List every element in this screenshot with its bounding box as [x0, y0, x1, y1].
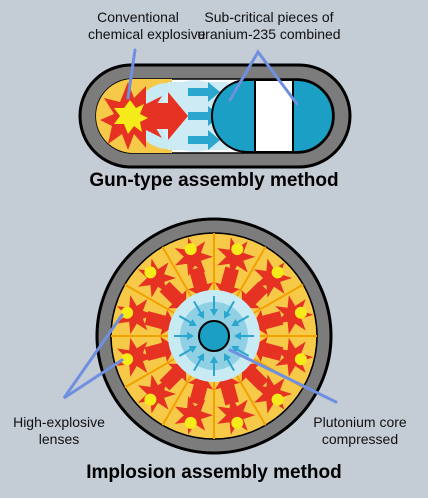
lens-burst [116, 295, 155, 335]
lens-burst [174, 237, 213, 277]
lens-red-arrow [188, 266, 214, 298]
shock-arrow-head [197, 353, 204, 362]
shock-arrow-head [224, 353, 231, 362]
label-high-explosive-line1: High-explosive [13, 414, 105, 430]
shock-arrow-head [187, 332, 194, 340]
lens-red-arrow [214, 374, 240, 406]
lens-burst-core [294, 306, 307, 319]
implosion-pointer-lines [62, 313, 338, 404]
lens-burst-core [184, 416, 197, 429]
lens-red-arrow [159, 363, 187, 391]
lens-red-arrow [144, 310, 176, 336]
shock-arrow-head [231, 319, 240, 326]
lens-red-arrow [188, 374, 214, 406]
lens-burst-core [121, 353, 134, 366]
lens-burst [217, 237, 256, 277]
lens-burst-core [121, 306, 134, 319]
label-high-explosive-lenses: High-explosive lenses [4, 414, 114, 448]
lens-divider [236, 375, 267, 426]
lens-red-arrow [144, 336, 176, 362]
lens-red-arrow [252, 310, 284, 336]
shock-arrow-head [210, 309, 218, 316]
lens-burst [138, 258, 176, 298]
shock-arrow-head [234, 332, 241, 340]
lens-burst [254, 258, 292, 298]
lens-divider [124, 283, 175, 314]
lens-burst-core [271, 393, 284, 406]
label-conventional-explosive: Conventional chemical explosive [88, 9, 206, 43]
lens-burst-core [271, 266, 284, 279]
label-conventional-line1: Conventional [97, 9, 179, 25]
shock-arrow-head [197, 310, 204, 319]
label-plutonium-core: Plutonium core compressed [300, 414, 420, 448]
lens-burst [174, 395, 213, 435]
lens-burst-core [294, 353, 307, 366]
implosion-device [95, 217, 333, 455]
shock-arrow-head [188, 346, 197, 353]
plutonium-core [198, 320, 230, 352]
shock-arrow-head [231, 346, 240, 353]
lens-divider [236, 246, 267, 297]
lens-burst-core [231, 243, 244, 256]
lens-burst [275, 337, 314, 377]
shock-arrow-head [188, 319, 197, 326]
implosion-lenses [116, 237, 314, 435]
lens-red-arrow [159, 281, 187, 309]
title-implosion: Implosion assembly method [86, 462, 342, 483]
title-gun-type: Gun-type assembly method [89, 170, 339, 191]
label-conventional-line2: chemical explosive [88, 26, 206, 42]
gun-pointer-lines [126, 48, 299, 106]
label-subcritical-line1: Sub-critical pieces of [204, 9, 334, 25]
lens-burst-core [144, 266, 157, 279]
lens-red-arrow [252, 336, 284, 362]
shock-arrow-head [210, 356, 218, 363]
implosion-lens-dividers [111, 233, 317, 439]
lens-burst [275, 295, 314, 335]
gun-type-device [78, 63, 352, 169]
lens-divider [161, 375, 192, 426]
label-subcritical-pieces: Sub-critical pieces of uranium-235 combi… [194, 9, 344, 43]
lens-burst [116, 337, 155, 377]
lens-burst [217, 395, 256, 435]
gun-propellant-arrow [150, 92, 188, 140]
lens-burst-core [184, 243, 197, 256]
gun-uranium-projectile [211, 79, 256, 153]
gun-explosion-core [114, 100, 148, 134]
implosion-inward-arrows [174, 296, 254, 376]
lens-divider [253, 283, 304, 314]
lens-burst-core [231, 416, 244, 429]
lens-divider [124, 358, 175, 389]
lens-red-arrow [241, 363, 269, 391]
label-plutonium-line2: compressed [321, 431, 399, 447]
lens-red-arrow [214, 266, 240, 298]
lens-divider [161, 246, 192, 297]
label-subcritical-line2: uranium-235 combined [197, 26, 341, 42]
lens-burst [138, 374, 176, 414]
gun-uranium-target [292, 79, 334, 153]
label-plutonium-line1: Plutonium core [313, 414, 407, 430]
label-high-explosive-line2: lenses [38, 431, 80, 447]
lens-burst [254, 374, 292, 414]
shock-arrow-head [224, 310, 231, 319]
lens-burst-core [144, 393, 157, 406]
lens-red-arrow [241, 281, 269, 309]
